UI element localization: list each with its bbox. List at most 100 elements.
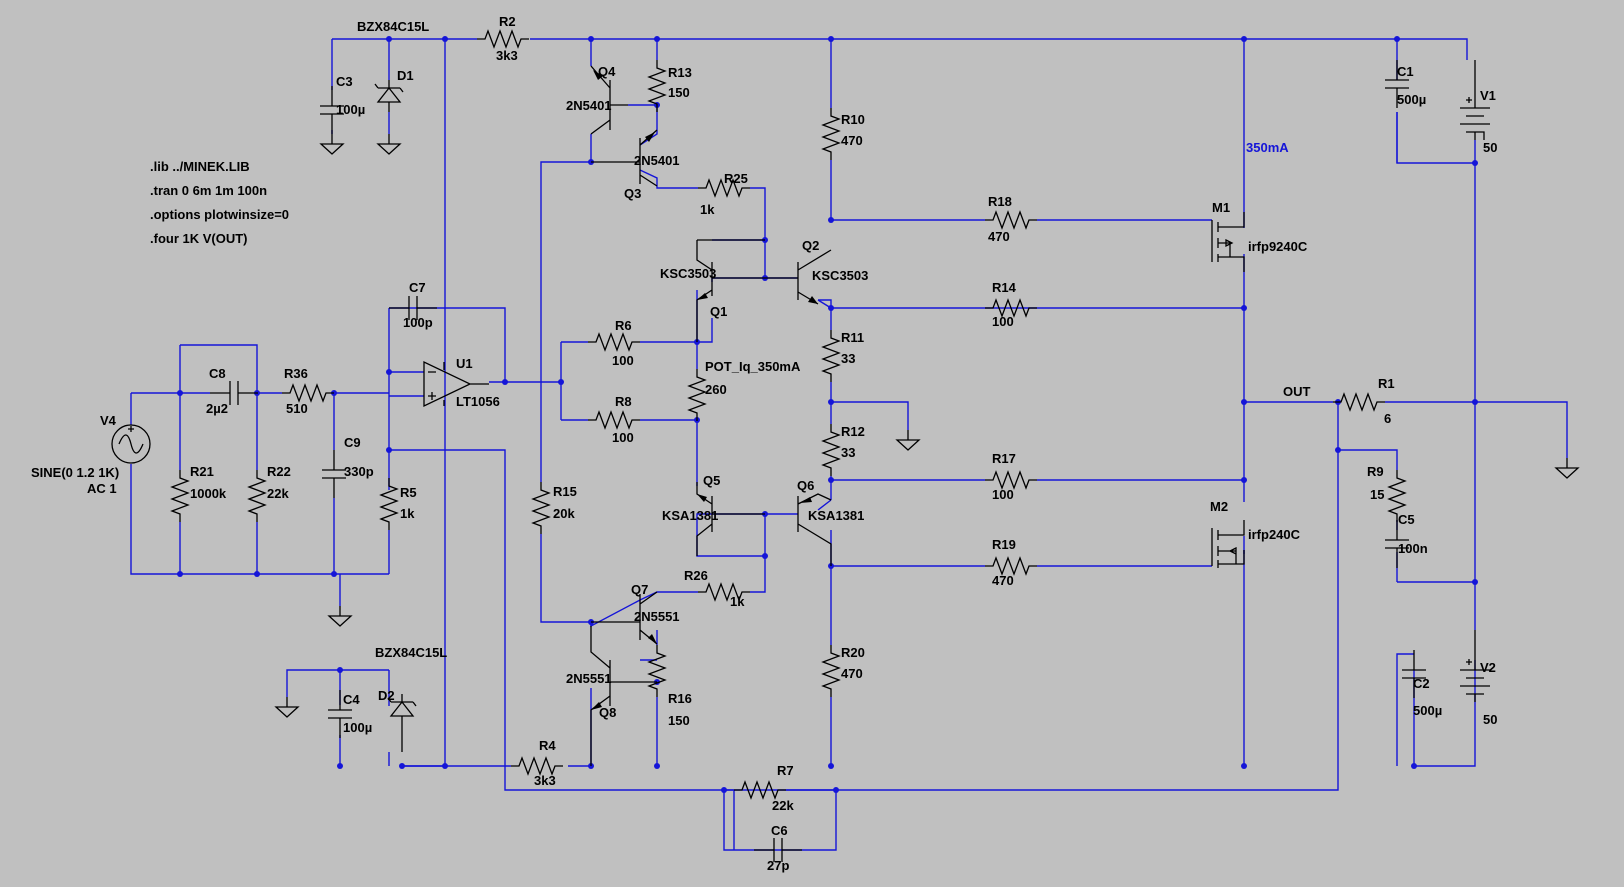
label-R4-value: 3k3 <box>534 773 556 788</box>
ground-symbol <box>1555 457 1579 479</box>
label-R2-value: 3k3 <box>496 48 518 63</box>
label-R6: R6 <box>615 318 632 333</box>
label-V1: V1 <box>1480 88 1496 103</box>
label-C6: C6 <box>771 823 788 838</box>
wires <box>130 38 1568 851</box>
spice-directives[interactable]: .lib ../MINEK.LIB .tran 0 6m 1m 100n .op… <box>150 159 289 246</box>
resistor-R2[interactable] <box>476 30 530 48</box>
label-R19-value: 470 <box>992 573 1014 588</box>
label-D2: D2 <box>378 688 395 703</box>
label-R5-value: 1k <box>400 506 415 521</box>
label-C5: C5 <box>1398 512 1415 527</box>
label-D2-model: BZX84C15L <box>375 645 447 660</box>
label-R9: R9 <box>1367 464 1384 479</box>
resistor-R4[interactable] <box>510 757 564 775</box>
label-R8: R8 <box>615 394 632 409</box>
ground-symbol <box>320 133 344 155</box>
label-V2-value: 50 <box>1483 712 1497 727</box>
resistor-R7[interactable] <box>733 781 787 799</box>
label-R18-value: 470 <box>988 229 1010 244</box>
label-C8: C8 <box>209 366 226 381</box>
resistor-R16[interactable] <box>648 644 666 698</box>
label-R11-value: 33 <box>841 351 855 366</box>
label-C9-value: 330p <box>344 464 374 479</box>
label-V4-source: SINE(0 1.2 1K) <box>31 465 119 480</box>
transistor-Q4[interactable] <box>590 65 628 135</box>
directive-options: .options plotwinsize=0 <box>150 207 289 222</box>
mosfet-M1[interactable] <box>1211 212 1245 272</box>
resistor-R11[interactable] <box>822 329 840 383</box>
zener-diode-D1[interactable] <box>374 80 404 112</box>
label-POT-value: 260 <box>705 382 727 397</box>
label-bias-current: 350mA <box>1246 140 1289 155</box>
potentiometer-POT[interactable] <box>688 368 706 422</box>
label-C9: C9 <box>344 435 361 450</box>
label-C1-value: 500µ <box>1397 92 1426 107</box>
resistor-R6[interactable] <box>587 333 641 351</box>
label-R2: R2 <box>499 14 516 29</box>
mosfet-M2[interactable] <box>1211 520 1245 568</box>
label-Q8-model: 2N5551 <box>566 671 612 686</box>
resistor-R1[interactable] <box>1332 393 1386 411</box>
label-R21-value: 1000k <box>190 486 227 501</box>
label-C2: C2 <box>1413 676 1430 691</box>
zener-diode-D2[interactable] <box>387 694 417 752</box>
label-Q2-model: KSC3503 <box>812 268 868 283</box>
label-Q6-model: KSA1381 <box>808 508 864 523</box>
resistor-R36[interactable] <box>281 384 335 402</box>
label-V4: V4 <box>100 413 117 428</box>
resistor-R18[interactable] <box>984 211 1038 229</box>
label-M2: M2 <box>1210 499 1228 514</box>
label-Q3: Q3 <box>624 186 641 201</box>
label-R7: R7 <box>777 763 794 778</box>
battery-V1[interactable] <box>1460 60 1490 140</box>
label-R8-value: 100 <box>612 430 634 445</box>
transistor-Q1[interactable] <box>696 239 765 342</box>
label-Q7-model: 2N5551 <box>634 609 680 624</box>
label-R17-value: 100 <box>992 487 1014 502</box>
resistor-R5[interactable] <box>380 477 398 531</box>
transistor-Q3[interactable] <box>591 129 658 187</box>
resistor-R15[interactable] <box>532 481 550 535</box>
resistor-R22[interactable] <box>248 469 266 523</box>
label-V1-value: 50 <box>1483 140 1497 155</box>
label-R26-value: 1k <box>730 594 745 609</box>
transistor-Q5[interactable] <box>696 482 765 556</box>
transistor-Q6[interactable] <box>797 493 832 566</box>
label-R9-value: 15 <box>1370 487 1384 502</box>
resistor-R19[interactable] <box>984 557 1038 575</box>
opamp-U1[interactable] <box>423 360 489 408</box>
label-R1: R1 <box>1378 376 1395 391</box>
label-R26: R26 <box>684 568 708 583</box>
sine-source-V4[interactable] <box>111 424 151 464</box>
resistor-R17[interactable] <box>984 471 1038 489</box>
label-Q2: Q2 <box>802 238 819 253</box>
resistor-R10[interactable] <box>822 107 840 161</box>
label-M2-model: irfp240C <box>1248 527 1301 542</box>
resistor-R8[interactable] <box>587 411 641 429</box>
resistor-R13[interactable] <box>648 59 666 113</box>
label-Q4-model: 2N5401 <box>566 98 612 113</box>
resistor-R20[interactable] <box>822 644 840 698</box>
transistor-Q8[interactable] <box>590 626 657 766</box>
label-Q5-model: KSA1381 <box>662 508 718 523</box>
label-C5-value: 100n <box>1398 541 1428 556</box>
label-R4: R4 <box>539 738 556 753</box>
transistor-Q2[interactable] <box>765 249 832 305</box>
label-V2: V2 <box>1480 660 1496 675</box>
transistor-Q7[interactable] <box>591 591 658 645</box>
resistor-R12[interactable] <box>822 423 840 477</box>
label-R14-value: 100 <box>992 314 1014 329</box>
label-R20-value: 470 <box>841 666 863 681</box>
label-R15-value: 20k <box>553 506 575 521</box>
resistor-R21[interactable] <box>171 469 189 523</box>
label-Q1: Q1 <box>710 304 727 319</box>
label-Q1-model: KSC3503 <box>660 266 716 281</box>
battery-V2[interactable] <box>1460 630 1490 702</box>
label-Q5: Q5 <box>703 473 720 488</box>
label-R22: R22 <box>267 464 291 479</box>
label-R18: R18 <box>988 194 1012 209</box>
label-C7-value: 100p <box>403 315 433 330</box>
capacitor-C9[interactable] <box>321 449 347 499</box>
